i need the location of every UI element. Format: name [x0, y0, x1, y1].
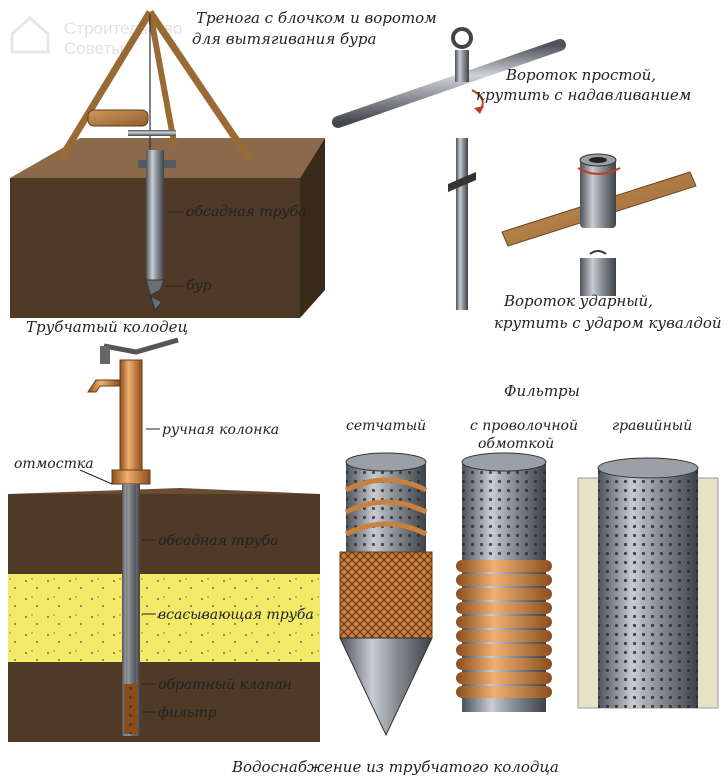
casing-pipe	[146, 150, 164, 280]
handle-bar	[332, 39, 566, 128]
tripod-leg	[147, 10, 253, 162]
impact-handle-illustration	[501, 153, 697, 296]
tripod-title-line2: для вытягивания бура	[192, 30, 376, 48]
soil-side	[300, 138, 325, 318]
pump-lever	[103, 337, 179, 355]
footer-caption: Водоснабжение из трубчатого колодца	[231, 758, 559, 776]
filter-wire-line1: с проволочной	[470, 418, 578, 434]
mesh-filter-tip	[339, 637, 433, 737]
drill-bit	[145, 279, 165, 312]
well-pump-label: ручная колонка	[162, 422, 279, 438]
drill-handle	[128, 130, 176, 136]
spout	[87, 379, 121, 393]
impact-sleeve	[580, 158, 616, 228]
gravel-filter-illustration	[577, 457, 719, 709]
well-suction-label: всасывающая труба	[158, 607, 314, 623]
tripod-leg	[147, 11, 178, 149]
well-apron-label: отмостка	[14, 456, 94, 472]
filter-mesh-label: сетчатый	[346, 418, 426, 434]
well-filter-label: фильтр	[158, 705, 217, 721]
rod	[456, 138, 468, 310]
simple-handle-line1: Вороток простой,	[505, 66, 656, 84]
simple-handle-line2: крутить с надавливанием	[476, 86, 691, 104]
well-casing-label: обсадная труба	[158, 533, 279, 549]
tripod-illustration	[10, 10, 325, 318]
simple-handle-illustration	[332, 27, 566, 310]
clamp	[448, 172, 476, 192]
wire-filter-illustration	[456, 452, 552, 712]
tube-well-illustration	[8, 337, 320, 742]
tripod-title-line1: Тренога с блочком и воротом	[196, 9, 437, 27]
filter-wire-line2: обмоткой	[478, 436, 554, 452]
mesh-filter-illustration	[339, 452, 433, 737]
tripod-caption: Трубчатый колодец	[26, 318, 188, 336]
lever-pivot	[100, 346, 110, 364]
apron-mound	[8, 488, 320, 494]
tripod-casing-label: обсадная труба	[186, 204, 307, 220]
pump-base	[111, 469, 151, 485]
soil-top	[10, 138, 325, 178]
impact-handle-line1: Вороток ударный,	[503, 292, 653, 310]
well-check-valve-label: обратный клапан	[158, 677, 292, 693]
tripod-leg	[57, 10, 153, 162]
filters-title: Фильтры	[504, 382, 580, 400]
soil-layer-top	[8, 494, 320, 574]
well-casing	[122, 484, 140, 736]
impact-socket	[580, 258, 616, 296]
watermark-line2: Советы	[64, 39, 123, 58]
winch-drum	[87, 109, 149, 127]
tripod-drill-label: бур	[186, 278, 212, 294]
filter-gravel-label: гравийный	[612, 418, 692, 434]
handle-collar	[455, 50, 469, 82]
pump-column	[119, 359, 143, 483]
strike-arrow-icon	[577, 167, 621, 175]
impact-handle-line2: крутить с ударом кувалдой	[494, 314, 722, 332]
lifting-eye	[451, 27, 473, 49]
wire-winding	[456, 560, 552, 698]
soil-layer-bottom	[8, 662, 320, 742]
